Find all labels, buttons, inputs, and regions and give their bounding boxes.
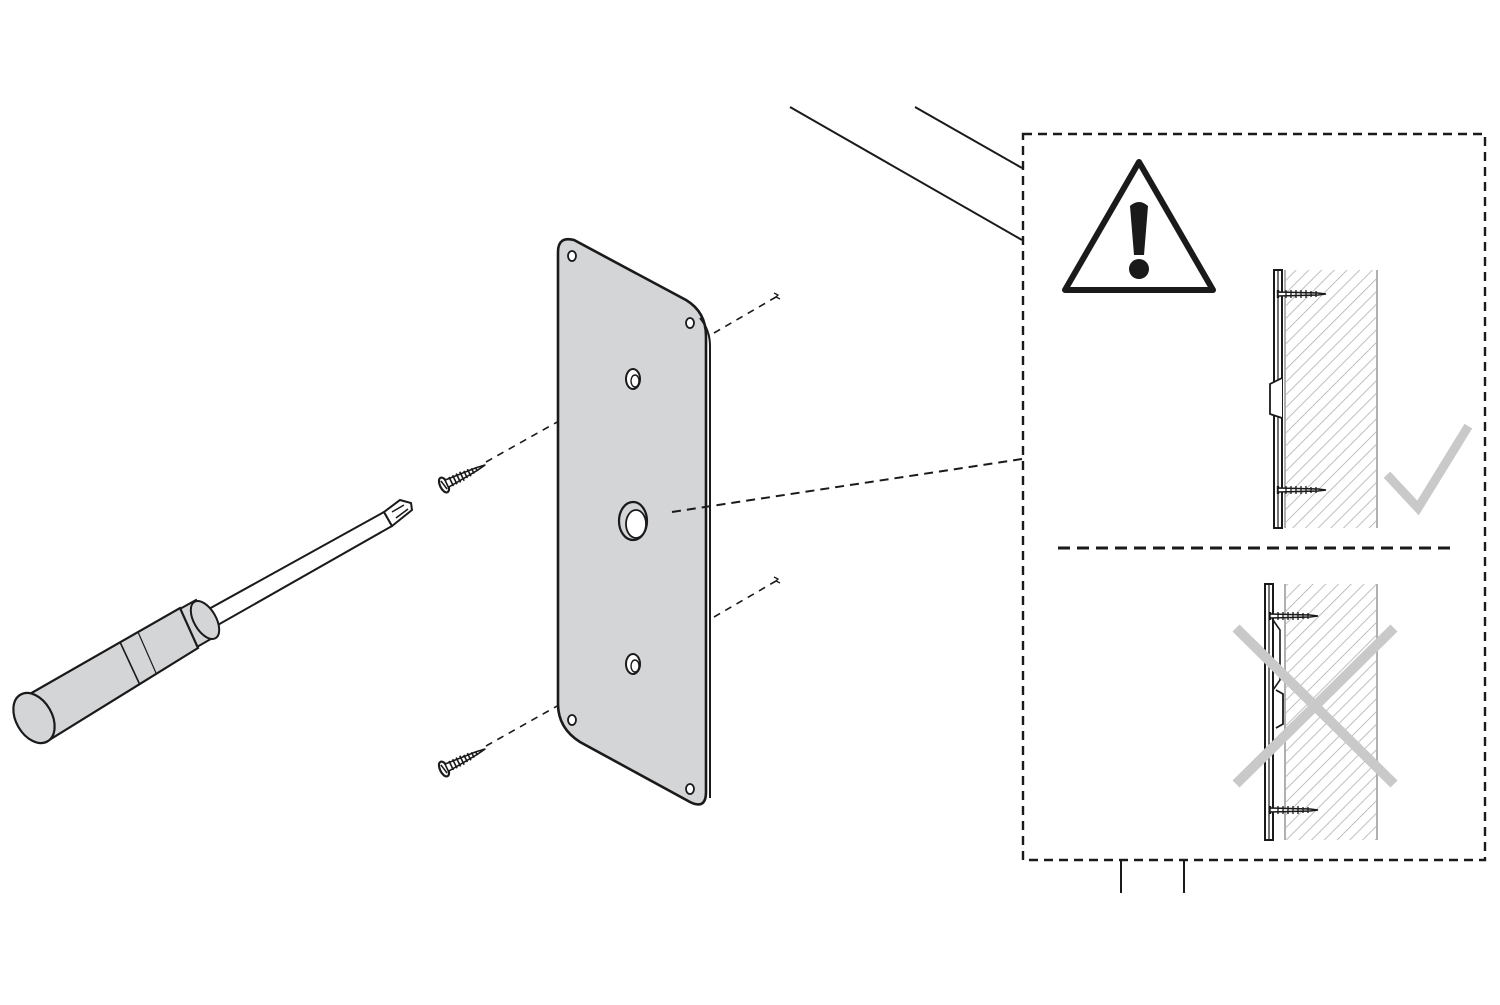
door-edge-lines xyxy=(789,106,1023,241)
incorrect-cross-icon xyxy=(1232,624,1398,788)
screwdriver-icon xyxy=(12,498,414,745)
mounting-plate-icon xyxy=(556,237,711,806)
warning-triangle-icon xyxy=(1062,159,1216,293)
incorrect-installation xyxy=(1264,583,1378,841)
correct-check-icon xyxy=(1383,423,1473,516)
plate-guide-lines xyxy=(671,292,1023,618)
correct-installation xyxy=(1269,269,1378,529)
